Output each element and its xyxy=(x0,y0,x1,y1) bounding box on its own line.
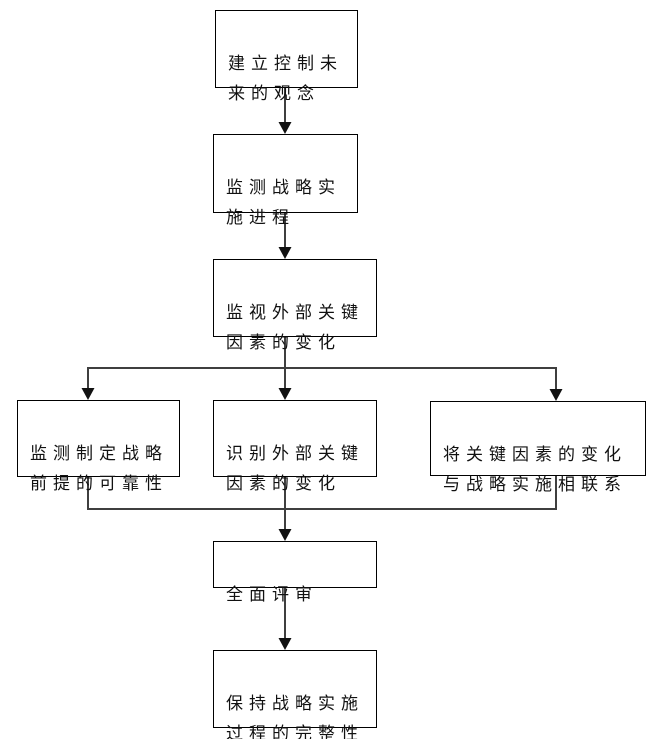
arrowhead-n4-icon xyxy=(81,388,95,400)
node-label: 监测战略实 施进程 xyxy=(226,178,341,227)
node-label: 将关键因素的变化 与战略实施相联系 xyxy=(443,445,627,494)
arrowhead-n8-icon xyxy=(278,638,292,650)
flow-node-monitor-premise-reliability: 监测制定战略 前提的可靠性 xyxy=(17,400,180,493)
node-label: 监测制定战略 前提的可靠性 xyxy=(30,444,168,493)
node-label: 全面评审 xyxy=(226,585,318,604)
arrowhead-n3-icon xyxy=(278,247,292,259)
arrowhead-n2-icon xyxy=(278,122,292,134)
node-label: 监视外部关键 因素的变化 xyxy=(226,303,364,352)
flow-node-comprehensive-review: 全面评审 xyxy=(213,541,377,604)
node-label: 保持战略实施 过程的完整性 xyxy=(226,694,364,739)
arrowhead-n6-icon xyxy=(549,389,563,401)
flow-node-identify-external-factor-changes: 识别外部关键 因素的变化 xyxy=(213,400,377,493)
flow-node-establish-control-concept: 建立控制未 来的观念 xyxy=(215,10,358,103)
flow-node-monitor-implementation-progress: 监测战略实 施进程 xyxy=(213,134,358,227)
arrowhead-n5-icon xyxy=(278,388,292,400)
node-label: 识别外部关键 因素的变化 xyxy=(226,444,364,493)
flow-node-link-changes-to-implementation: 将关键因素的变化 与战略实施相联系 xyxy=(430,401,646,494)
flow-node-watch-external-key-factors: 监视外部关键 因素的变化 xyxy=(213,259,377,352)
arrowhead-n7-icon xyxy=(278,529,292,541)
node-label: 建立控制未 来的观念 xyxy=(228,54,343,103)
flow-node-maintain-process-integrity: 保持战略实施 过程的完整性 xyxy=(213,650,377,739)
